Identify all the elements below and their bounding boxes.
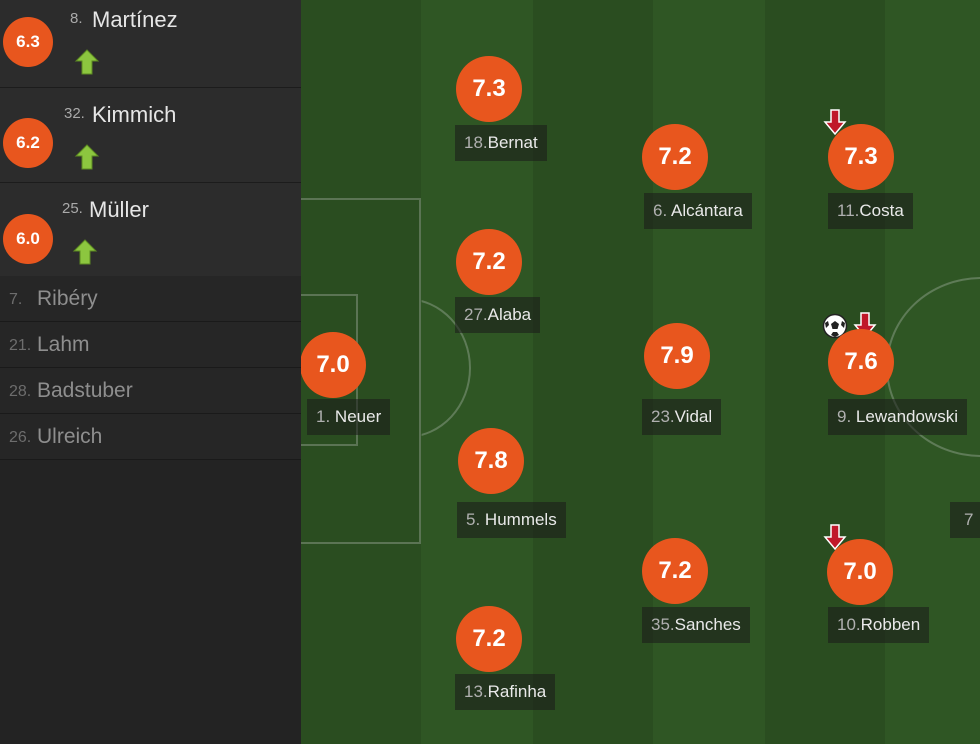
- player-number: 8.: [70, 10, 83, 27]
- player-number: 10.: [837, 615, 861, 634]
- player-name: Hummels: [484, 510, 557, 529]
- player-name: Lewandowski: [855, 407, 958, 426]
- player-name: Badstuber: [37, 379, 133, 402]
- player-number: 32.: [64, 105, 85, 122]
- player-label[interactable]: 27.Alaba: [455, 297, 541, 333]
- player-name: Costa: [859, 201, 904, 220]
- player-label[interactable]: 11.Costa: [828, 193, 913, 229]
- player-label[interactable]: 9. Lewandowski: [828, 399, 967, 435]
- player-number: 18.: [464, 133, 488, 152]
- player-name: Müller: [89, 197, 149, 222]
- arrow-up-icon: [72, 239, 98, 265]
- rating-badge: 7.2: [642, 538, 708, 604]
- player-label[interactable]: 5. Hummels: [457, 502, 566, 538]
- player-label[interactable]: 6. Alcántara: [644, 193, 752, 229]
- player-label[interactable]: 13.Rafinha: [455, 674, 556, 710]
- player-name: Neuer: [334, 407, 382, 426]
- bench-row[interactable]: 26. Ulreich: [0, 414, 301, 460]
- arrow-down-icon: [823, 524, 847, 551]
- player-number: 25.: [62, 200, 83, 217]
- arrow-up-icon: [74, 144, 100, 170]
- substitute-row[interactable]: 6.2 32. Kimmich: [0, 88, 301, 183]
- rating-badge: 7.9: [644, 323, 710, 389]
- rating-badge: 7.2: [642, 124, 708, 190]
- rating-badge: 7.3: [456, 56, 522, 122]
- rating-badge: 7.3: [828, 124, 894, 190]
- football-pitch: 7.0 1. Neuer 7.3 18.Bernat 7.2 27.Alaba …: [301, 0, 980, 744]
- rating-badge: 6.0: [3, 214, 53, 264]
- rating-badge: 7.0: [301, 332, 366, 398]
- player-number: 27.: [464, 305, 488, 324]
- player-name: Rafinha: [487, 682, 547, 701]
- player-label[interactable]: 23.Vidal: [642, 399, 722, 435]
- player-name: Ulreich: [37, 425, 103, 448]
- substitute-row[interactable]: 6.0 25. Müller: [0, 183, 301, 278]
- player-label[interactable]: 1. Neuer: [307, 399, 391, 435]
- rating-badge: 6.3: [3, 17, 53, 67]
- player-number: 11.: [837, 201, 860, 220]
- player-name: Kimmich: [92, 102, 177, 127]
- rating-badge: 7.0: [827, 539, 893, 605]
- player-number: 23.: [651, 407, 675, 426]
- player-name: Ribéry: [37, 287, 98, 310]
- player-number: 35.: [651, 615, 675, 634]
- substitute-row[interactable]: 6.3 8. Martínez: [0, 0, 301, 88]
- player-number: 21.: [9, 337, 32, 354]
- rating-badge: 7.6: [828, 329, 894, 395]
- player-name: Sanches: [674, 615, 741, 634]
- player-number: 1.: [316, 407, 331, 426]
- player-name: Alcántara: [670, 201, 743, 220]
- player-number: 7: [964, 510, 974, 529]
- player-label[interactable]: 18.Bernat: [455, 125, 547, 161]
- player-number: 7.: [9, 291, 23, 308]
- bench-row[interactable]: 7. Ribéry: [0, 276, 301, 322]
- rating-badge: 7.2: [456, 606, 522, 672]
- arrow-down-icon: [823, 109, 847, 136]
- rating-badge: 7.2: [456, 229, 522, 295]
- football-icon: [822, 313, 848, 339]
- player-number: 13.: [464, 682, 488, 701]
- player-name: Alaba: [487, 305, 532, 324]
- player-name: Lahm: [37, 333, 90, 356]
- bench-row[interactable]: 21. Lahm: [0, 322, 301, 368]
- rating-badge: 6.2: [3, 118, 53, 168]
- player-number: 28.: [9, 383, 32, 400]
- player-name: Robben: [860, 615, 921, 634]
- bench-row[interactable]: 28. Badstuber: [0, 368, 301, 414]
- lineup-sidebar: 6.3 8. Martínez 6.2 32. Kimmich 6.0 25. …: [0, 0, 301, 744]
- arrow-up-icon: [74, 49, 100, 75]
- player-name: Bernat: [487, 133, 538, 152]
- player-number: 5.: [466, 510, 481, 529]
- player-name: Vidal: [674, 407, 713, 426]
- rating-badge: 7.8: [458, 428, 524, 494]
- player-label[interactable]: 35.Sanches: [642, 607, 750, 643]
- player-number: 9.: [837, 407, 852, 426]
- player-number: 6.: [653, 201, 668, 220]
- player-name: Martínez: [92, 7, 178, 32]
- penalty-area: [301, 198, 421, 544]
- player-label[interactable]: 10.Robben: [828, 607, 930, 643]
- player-label-partial[interactable]: 7: [950, 502, 980, 538]
- player-number: 26.: [9, 429, 32, 446]
